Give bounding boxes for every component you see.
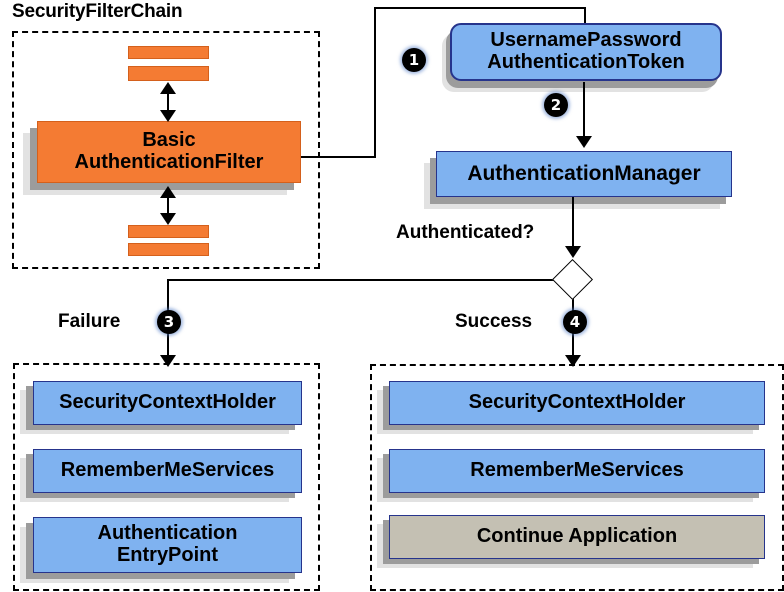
node-failure-authentication-entry-point[interactable]: Authentication EntryPoint [33,517,302,573]
flow-filter-to-token-h2 [374,7,586,9]
flow-filter-to-token-v [374,7,376,158]
label-authenticated-question: Authenticated? [396,222,535,243]
failure-item-1-label: RememberMeServices [60,459,275,482]
node-failure-security-context-holder[interactable]: SecurityContextHolder [33,381,302,425]
filter-link-bottom-arrow-up [160,186,176,198]
flow-token-to-manager-line [583,82,585,138]
label-failure: Failure [58,311,121,332]
node-basic-authentication-filter[interactable]: Basic AuthenticationFilter [37,121,301,183]
flow-filter-to-token-h1 [300,156,376,158]
node-success-continue-application[interactable]: Continue Application [389,515,765,559]
basic-auth-filter-line2: AuthenticationFilter [74,151,264,173]
basic-auth-filter-line1: Basic [142,129,196,152]
flow-token-to-manager-arrow [576,136,592,148]
success-item-1-label: RememberMeServices [470,459,684,482]
failure-item-0-label: SecurityContextHolder [59,391,276,414]
success-item-2-label: Continue Application [476,525,678,548]
flow-manager-to-decision-line [572,197,574,249]
node-username-password-authentication-token[interactable]: UsernamePassword AuthenticationToken [450,23,722,81]
flow-token-entry-v [584,7,586,25]
badge-step-3: 3 [157,310,181,334]
filter-link-bottom-arrow-down [160,213,176,225]
decision-diamond-authenticated[interactable] [551,258,594,301]
failure-item-2-line1: Authentication [97,522,238,545]
token-line1: UsernamePassword [490,29,682,52]
filter-link-top-arrow-up [160,82,176,94]
flow-success-branch-arrow [565,355,581,367]
node-success-security-context-holder[interactable]: SecurityContextHolder [389,381,765,425]
node-authentication-manager[interactable]: AuthenticationManager [436,151,732,197]
badge-step-4: 4 [563,310,587,334]
filter-link-top-line [167,92,169,120]
filter-link-top-arrow-down [160,110,176,122]
filter-bar-bottom-1 [128,225,209,238]
filter-link-bottom-line [167,196,169,222]
filter-bar-bottom-2 [128,243,209,256]
token-line2: AuthenticationToken [487,51,685,73]
flow-failure-branch-h [167,279,559,281]
label-success: Success [455,311,533,332]
badge-step-2: 2 [544,93,568,117]
flow-failure-branch-arrow [160,355,176,367]
group-title-security-filter-chain: SecurityFilterChain [12,1,183,22]
flow-manager-to-decision-arrow [565,246,581,258]
filter-bar-top-1 [128,46,209,59]
group-security-filter-chain [12,31,320,269]
badge-step-1: 1 [402,48,426,72]
success-item-0-label: SecurityContextHolder [468,391,686,414]
node-success-remember-me-services[interactable]: RememberMeServices [389,449,765,493]
filter-bar-top-2 [128,66,209,81]
node-failure-remember-me-services[interactable]: RememberMeServices [33,449,302,493]
auth-manager-label: AuthenticationManager [467,161,701,185]
failure-item-2-line2: EntryPoint [116,544,219,566]
